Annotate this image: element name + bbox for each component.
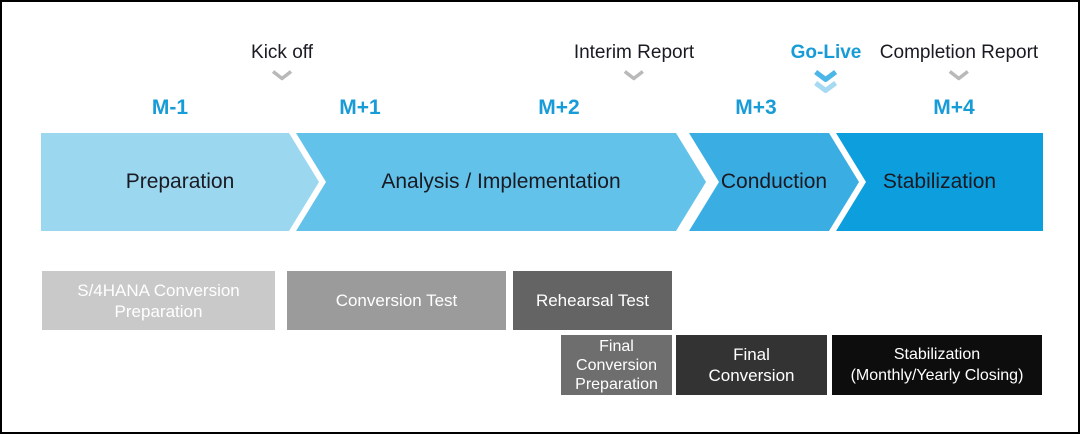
month-label-m-plus-2: M+2 [538, 96, 580, 119]
chevron-down-icon [271, 70, 293, 81]
task-bar-conversion-test: Conversion Test [287, 271, 506, 330]
phase-label: Stabilization [882, 170, 997, 193]
phase-arrow-analysis-implementation: Analysis / Implementation [296, 133, 706, 231]
month-label-m-minus-1: M-1 [151, 96, 189, 119]
task-bar-final-conversion: Final Conversion [676, 335, 827, 395]
chevron-down-icon [623, 70, 645, 81]
go-live-double-chevron-icon [814, 70, 838, 93]
month-label-m-plus-3: M+3 [735, 96, 777, 119]
phase-label: Conduction [720, 170, 828, 193]
phase-label: Preparation [125, 170, 235, 193]
milestone-label: Completion Report [879, 42, 1039, 63]
month-label-m-plus-4: M+4 [933, 96, 975, 119]
task-bar-stabilization-closing: Stabilization (Monthly/Yearly Closing) [832, 335, 1042, 395]
milestone-kick-off: Kick off [251, 42, 313, 81]
task-bar-s4hana-conversion-preparation: S/4HANA Conversion Preparation [42, 271, 275, 330]
phase-label: Analysis / Implementation [381, 170, 621, 193]
milestone-go-live: Go-Live [790, 42, 862, 95]
milestone-completion-report: Completion Report [880, 42, 1038, 81]
chevron-down-icon [948, 70, 970, 81]
phase-arrow-conduction: Conduction [689, 133, 859, 231]
milestone-label: Go-Live [790, 42, 862, 63]
milestone-label: Interim Report [573, 42, 695, 63]
phase-band: Preparation Analysis / Implementation Co… [2, 133, 1078, 231]
month-label-m-plus-1: M+1 [339, 96, 381, 119]
phase-arrow-stabilization: Stabilization [836, 133, 1043, 231]
milestone-label: Kick off [251, 42, 313, 63]
phase-arrow-preparation: Preparation [41, 133, 319, 231]
task-bar-final-conversion-preparation: Final Conversion Preparation [561, 335, 672, 395]
milestone-interim-report: Interim Report [574, 42, 694, 81]
task-bar-rehearsal-test: Rehearsal Test [513, 271, 672, 330]
